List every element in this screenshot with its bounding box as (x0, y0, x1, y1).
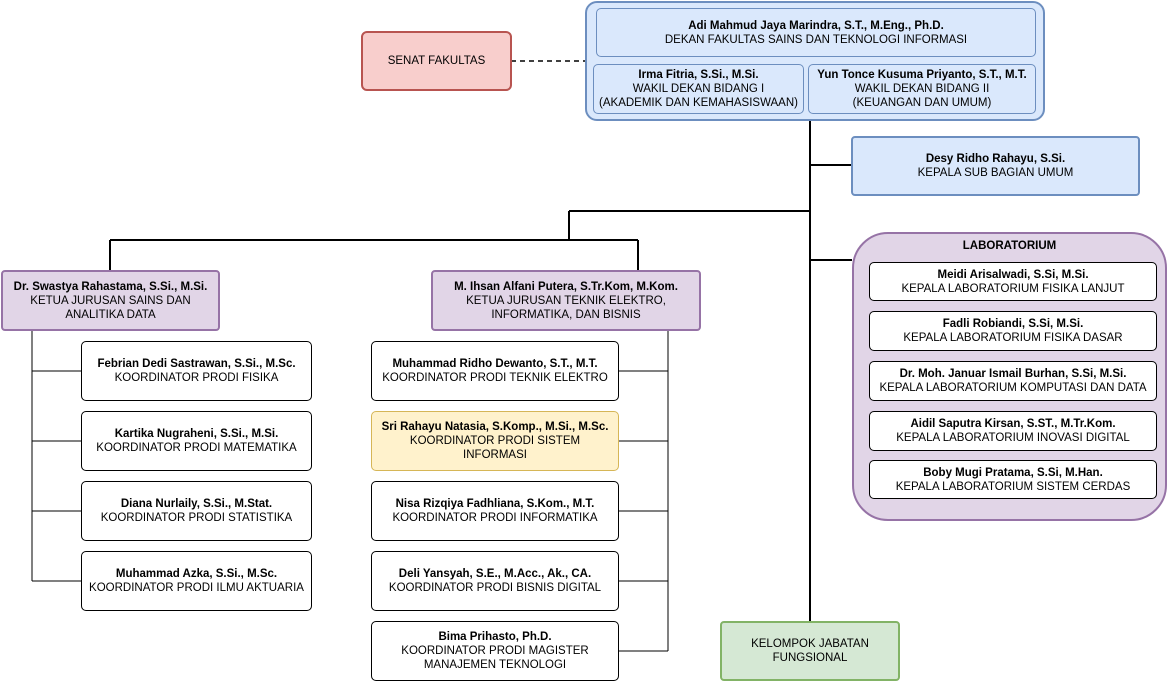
lab-head-position: KEPALA LABORATORIUM KOMPUTASI DAN DATA (879, 382, 1147, 394)
prodi-box[interactable]: Febrian Dedi Sastrawan, S.Si., M.Sc. KOO… (81, 341, 312, 401)
jurusan-teknik-name: M. Ihsan Alfani Putera, S.Tr.Kom, M.Kom. (454, 280, 678, 293)
laboratorium-title: LABORATORIUM (962, 240, 1057, 252)
prodi-box[interactable]: Kartika Nugraheni, S.Si., M.Si. KOORDINA… (81, 411, 312, 471)
lab-head-name: Aidil Saputra Kirsan, S.ST., M.Tr.Kom. (910, 418, 1116, 430)
prodi-coordinator-position: KOORDINATOR PRODI ILMU AKTUARIA (89, 582, 304, 594)
prodi-coordinator-name: Deli Yansyah, S.E., M.Acc., Ak., CA. (398, 568, 592, 580)
dean-box[interactable]: Adi Mahmud Jaya Marindra, S.T., M.Eng., … (596, 8, 1036, 57)
jurusan-sains-position-line1: KETUA JURUSAN SAINS DAN (30, 294, 191, 307)
prodi-box[interactable]: Muhammad Ridho Dewanto, S.T., M.T. KOORD… (371, 341, 619, 401)
lab-head-name: Fadli Robiandi, S.Si, M.Si. (942, 318, 1084, 330)
lab-item[interactable]: Meidi Arisalwadi, S.Si, M.Si. KEPALA LAB… (869, 262, 1157, 301)
vice-dean-2-name: Yun Tonce Kusuma Priyanto, S.T., M.T. (817, 69, 1027, 81)
lab-item[interactable]: Aidil Saputra Kirsan, S.ST., M.Tr.Kom. K… (869, 411, 1157, 451)
lab-item[interactable]: Boby Mugi Pratama, S.Si, M.Han. KEPALA L… (869, 460, 1157, 499)
prodi-coordinator-name: Muhammad Azka, S.Si., M.Sc. (115, 568, 278, 580)
sub-bagian-name: Desy Ridho Rahayu, S.Si. (925, 153, 1066, 165)
lab-head-name: Meidi Arisalwadi, S.Si, M.Si. (937, 268, 1089, 281)
prodi-coordinator-position-line2: INFORMASI (463, 449, 527, 461)
fungsional-line2: FUNGSIONAL (772, 652, 848, 664)
sub-bagian-position: KEPALA SUB BAGIAN UMUM (917, 167, 1074, 179)
prodi-coordinator-position-line2: MANAJEMEN TEKNOLOGI (423, 659, 567, 671)
vice-dean-1-name: Irma Fitria, S.Si., M.Si. (638, 69, 759, 81)
fungsional-box[interactable]: KELOMPOK JABATAN FUNGSIONAL (720, 621, 900, 681)
prodi-box-highlighted[interactable]: Sri Rahayu Natasia, S.Komp., M.Si., M.Sc… (371, 411, 619, 471)
prodi-coordinator-position: KOORDINATOR PRODI MATEMATIKA (96, 442, 297, 454)
lab-head-position: KEPALA LABORATORIUM SISTEM CERDAS (895, 480, 1131, 493)
jurusan-teknik-position-line1: KETUA JURUSAN TEKNIK ELEKTRO, (466, 294, 666, 307)
dean-name: Adi Mahmud Jaya Marindra, S.T., M.Eng., … (688, 19, 944, 32)
vice-dean-1-detail: (AKADEMIK DAN KEMAHASISWAAN) (599, 97, 798, 109)
vice-dean-2-position: WAKIL DEKAN BIDANG II (854, 83, 990, 95)
prodi-box[interactable]: Muhammad Azka, S.Si., M.Sc. KOORDINATOR … (81, 551, 312, 611)
prodi-box[interactable]: Diana Nurlaily, S.Si., M.Stat. KOORDINAT… (81, 481, 312, 541)
lab-head-position: KEPALA LABORATORIUM INOVASI DIGITAL (896, 432, 1130, 444)
jurusan-sains-box[interactable]: Dr. Swastya Rahastama, S.Si., M.Si. KETU… (1, 270, 220, 331)
prodi-coordinator-name: Nisa Rizqiya Fadhliana, S.Kom., M.T. (395, 498, 595, 510)
prodi-coordinator-position: KOORDINATOR PRODI FISIKA (114, 372, 279, 384)
dean-position: DEKAN FAKULTAS SAINS DAN TEKNOLOGI INFOR… (664, 33, 968, 46)
jurusan-sains-name: Dr. Swastya Rahastama, S.Si., M.Si. (13, 280, 208, 293)
lab-item[interactable]: Dr. Moh. Januar Ismail Burhan, S.Si, M.S… (869, 361, 1157, 401)
prodi-box[interactable]: Bima Prihasto, Ph.D. KOORDINATOR PRODI M… (371, 621, 619, 681)
prodi-coordinator-name: Bima Prihasto, Ph.D. (438, 631, 552, 643)
prodi-coordinator-position: KOORDINATOR PRODI STATISTIKA (100, 512, 293, 524)
jurusan-teknik-box[interactable]: M. Ihsan Alfani Putera, S.Tr.Kom, M.Kom.… (431, 270, 701, 331)
prodi-coordinator-name: Diana Nurlaily, S.Si., M.Stat. (120, 498, 273, 510)
prodi-coordinator-name: Sri Rahayu Natasia, S.Komp., M.Si., M.Sc… (381, 421, 609, 433)
lab-head-name: Boby Mugi Pratama, S.Si, M.Han. (923, 466, 1103, 479)
prodi-coordinator-position: KOORDINATOR PRODI MAGISTER (401, 645, 589, 657)
senat-label: SENAT FAKULTAS (387, 55, 486, 67)
vice-dean-1-position: WAKIL DEKAN BIDANG I (632, 83, 765, 95)
senat-box[interactable]: SENAT FAKULTAS (361, 31, 512, 91)
prodi-box[interactable]: Deli Yansyah, S.E., M.Acc., Ak., CA. KOO… (371, 551, 619, 611)
prodi-box[interactable]: Nisa Rizqiya Fadhliana, S.Kom., M.T. KOO… (371, 481, 619, 541)
prodi-coordinator-name: Kartika Nugraheni, S.Si., M.Si. (114, 428, 279, 440)
lab-head-name: Dr. Moh. Januar Ismail Burhan, S.Si, M.S… (899, 368, 1127, 380)
prodi-coordinator-position: KOORDINATOR PRODI BISNIS DIGITAL (388, 582, 602, 594)
jurusan-teknik-position-line2: INFORMATIKA, DAN BISNIS (491, 308, 641, 321)
jurusan-sains-position-line2: ANALITIKA DATA (65, 308, 156, 321)
prodi-coordinator-name: Febrian Dedi Sastrawan, S.Si., M.Sc. (97, 358, 296, 370)
lab-item[interactable]: Fadli Robiandi, S.Si, M.Si. KEPALA LABOR… (869, 311, 1157, 351)
vice-dean-2-detail: (KEUANGAN DAN UMUM) (852, 97, 992, 109)
prodi-coordinator-position: KOORDINATOR PRODI TEKNIK ELEKTRO (382, 372, 608, 384)
prodi-coordinator-position: KOORDINATOR PRODI INFORMATIKA (392, 512, 598, 524)
prodi-coordinator-position: KOORDINATOR PRODI SISTEM (409, 435, 581, 447)
sub-bagian-box[interactable]: Desy Ridho Rahayu, S.Si. KEPALA SUB BAGI… (851, 136, 1140, 196)
vice-dean-2-box[interactable]: Yun Tonce Kusuma Priyanto, S.T., M.T. WA… (808, 64, 1036, 114)
lab-head-position: KEPALA LABORATORIUM FISIKA DASAR (903, 332, 1123, 344)
vice-dean-1-box[interactable]: Irma Fitria, S.Si., M.Si. WAKIL DEKAN BI… (593, 64, 804, 114)
lab-head-position: KEPALA LABORATORIUM FISIKA LANJUT (901, 282, 1125, 295)
fungsional-line1: KELOMPOK JABATAN (751, 638, 869, 650)
prodi-coordinator-name: Muhammad Ridho Dewanto, S.T., M.T. (392, 358, 598, 370)
